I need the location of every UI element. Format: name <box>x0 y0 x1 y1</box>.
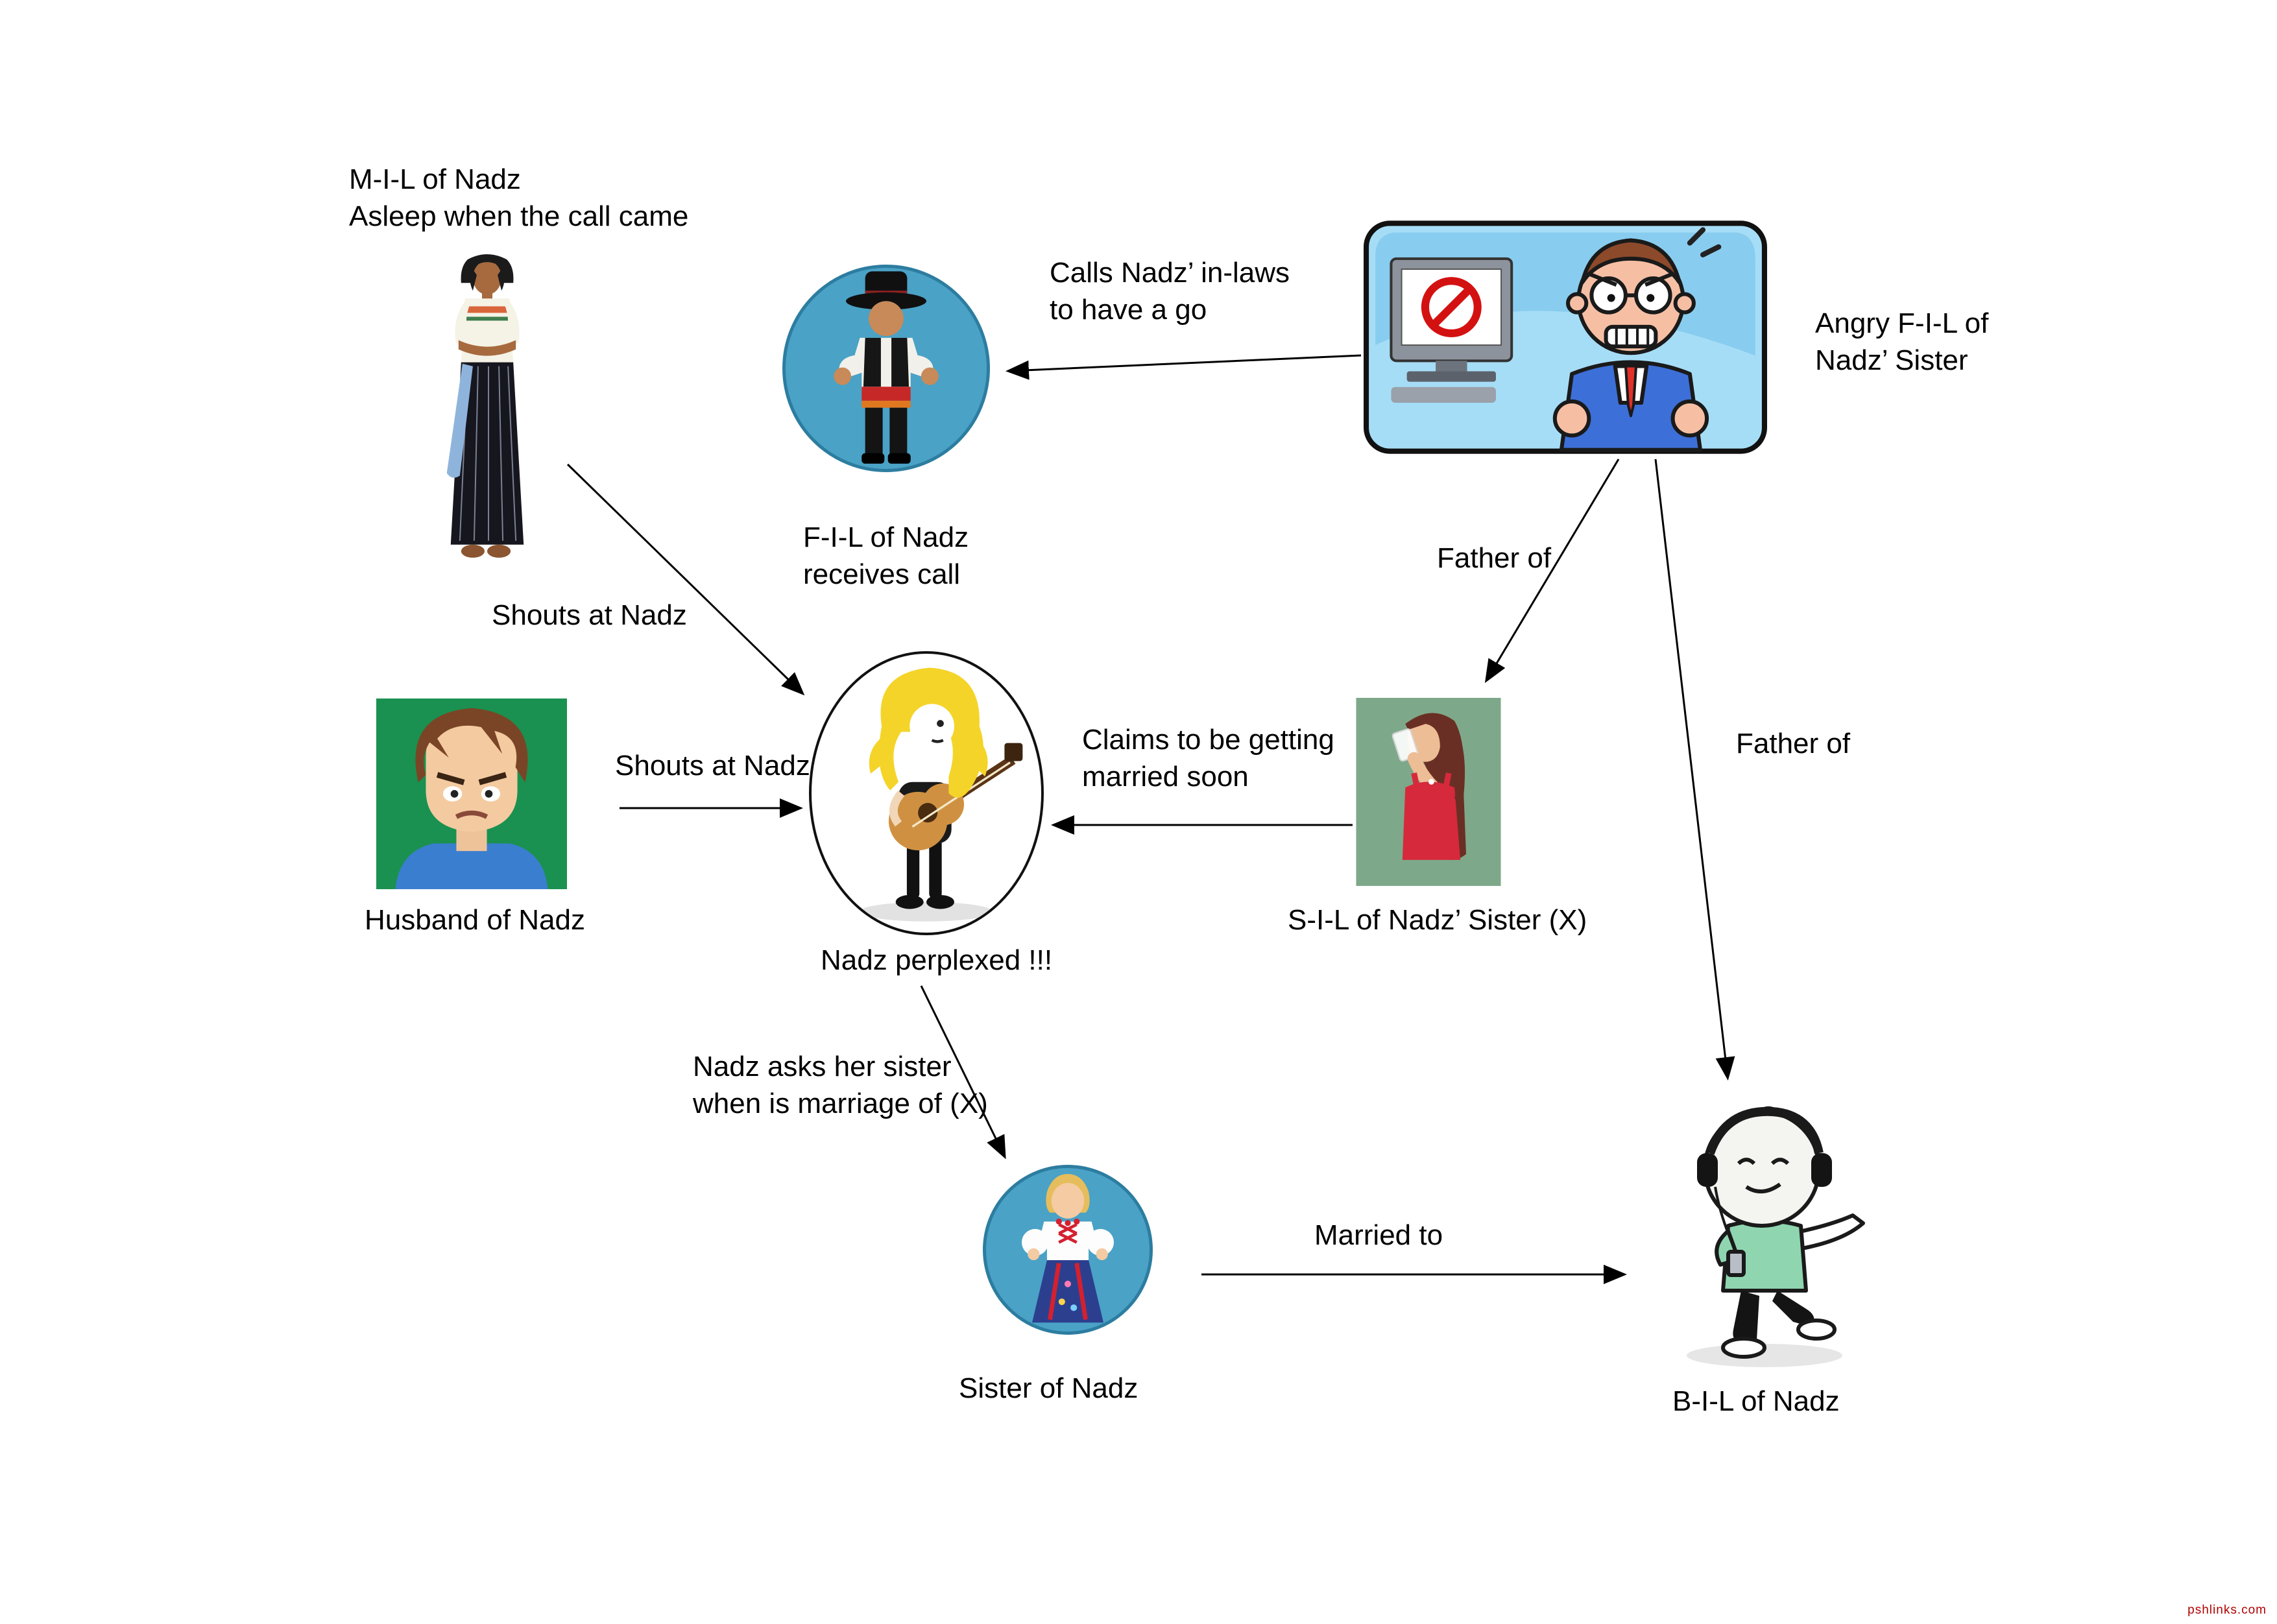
girl-with-guitar-icon <box>859 667 1023 922</box>
edge-label-claims: Claims to be getting married soon <box>1082 724 1334 793</box>
father-in-law-figure <box>782 265 990 472</box>
husband-figure <box>376 698 567 890</box>
arrow-father-of-sil <box>1484 459 1620 684</box>
sister-figure <box>983 1165 1153 1335</box>
edge-label-father-of-sil: Father of <box>1437 542 1552 574</box>
mil-caption: M-I-L of Nadz Asleep when the call came <box>349 163 689 233</box>
husband-caption: Husband of Nadz <box>365 904 585 936</box>
sister-in-law-figure <box>1356 698 1501 886</box>
folk-costume-woman-icon <box>1021 1174 1114 1323</box>
arrow-calls-in-laws <box>1006 354 1362 380</box>
mother-in-law-figure <box>415 252 559 577</box>
sister-caption: Sister of Nadz <box>959 1372 1138 1404</box>
watermark: pshlinks.com <box>2187 1603 2267 1617</box>
arrow-asks-sister <box>920 985 1006 1160</box>
edge-label-married: Married to <box>1314 1219 1443 1251</box>
arrow-father-of-bil <box>1654 459 1735 1081</box>
nadz-figure <box>809 651 1044 935</box>
standing-woman-icon <box>446 254 524 558</box>
angry-boy-icon <box>376 699 567 889</box>
nadz-caption: Nadz perplexed !!! <box>821 944 1053 976</box>
angry-fil-caption: Angry F-I-L of Nadz’ Sister <box>1815 307 1989 377</box>
edge-label-father-of-bil: Father of <box>1736 728 1851 759</box>
angry-father-in-law-figure <box>1362 219 1768 455</box>
edge-label-asks: Nadz asks her sister when is marriage of… <box>693 1051 988 1120</box>
bil-caption: B-I-L of Nadz <box>1672 1385 1840 1417</box>
brother-in-law-figure <box>1648 1101 1881 1374</box>
folk-costume-man-icon <box>834 271 939 464</box>
fil-caption: F-I-L of Nadz receives call <box>803 521 969 591</box>
arrow-mil-shouts-at-nadz <box>566 463 805 696</box>
angry-man-at-computer-icon <box>1364 221 1767 454</box>
edge-label-calls: Calls Nadz’ in-laws to have a go <box>1050 257 1290 326</box>
woman-drinking-icon <box>1356 698 1501 886</box>
dancing-headphones-figure-icon <box>1687 1106 1865 1367</box>
edge-label-mil-shouts: Shouts at Nadz <box>492 599 687 631</box>
sil-caption: S-I-L of Nadz’ Sister (X) <box>1288 904 1587 936</box>
edge-label-husband-shouts: Shouts at Nadz <box>615 750 810 782</box>
